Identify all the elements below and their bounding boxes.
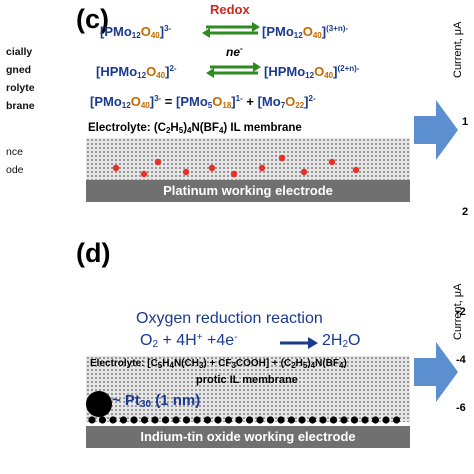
pt-cluster-dot	[329, 416, 338, 424]
pt-cluster-dot	[287, 416, 296, 424]
pt-cluster-dot	[340, 416, 348, 424]
reaction-title: Oxygen reduction reaction	[136, 310, 323, 327]
pt-cluster-dot	[172, 416, 180, 424]
left-text-line6: ode	[6, 164, 24, 176]
pt-cluster-dot	[235, 416, 243, 424]
pt-cluster-dot	[392, 416, 401, 424]
pt-cluster-dot	[245, 416, 254, 424]
redox-double-arrow	[202, 22, 260, 38]
pt-cluster-dot	[319, 416, 327, 424]
y-axis-label-top: Current, μA	[452, 21, 464, 78]
panel-c-letter: (c)	[76, 4, 109, 34]
pt-cluster-dot	[371, 416, 380, 424]
left-text-line5: nce	[6, 146, 23, 158]
pt-cluster-dot	[182, 416, 191, 424]
protic-il-membrane	[86, 356, 410, 422]
pt-cluster-dot	[109, 416, 117, 424]
electron-count-label: ne-	[226, 44, 243, 59]
ito-electrode: Indium-tin oxide working electrode	[86, 426, 410, 448]
panel-d-letter: (d)	[76, 238, 111, 268]
equation-2-left: [HPMo12O40]2-	[96, 64, 177, 80]
tick-top-2: 2	[462, 206, 469, 218]
redox-label: Redox	[210, 2, 250, 17]
tick-bottom-minus6: -6	[456, 402, 466, 414]
platinum-electrode: Platinum working electrode	[86, 180, 410, 202]
equation-3: [PMo12O40]3- = [PMo5O18]1- + [Mo7O22]2-	[90, 94, 316, 110]
equation-1-left: [PMo12O40]3-	[100, 24, 172, 40]
redox-species-dots	[112, 154, 360, 178]
left-text-line4: brane	[6, 100, 35, 112]
tick-bottom-minus2: -2	[456, 306, 466, 318]
pt-cluster-dot	[382, 416, 390, 424]
pt-cluster-dot	[350, 416, 359, 424]
blue-arrow-d	[414, 342, 458, 402]
left-text-line2: gned	[6, 64, 32, 76]
pt-cluster-dot	[88, 416, 96, 424]
pt-cluster-dot	[203, 416, 212, 424]
tick-top-1: 1	[462, 116, 469, 128]
equation-1-right: [PMo12O40](3+n)-	[262, 24, 349, 40]
pt-cluster-dot	[277, 416, 285, 424]
pt-cluster-dot	[298, 416, 306, 424]
blue-arrow-c	[414, 100, 458, 160]
pt-cluster-dot	[214, 416, 222, 424]
pt-cluster-dot	[130, 416, 138, 424]
pt-cluster-dot	[266, 416, 275, 424]
equation-2-right: [HPMo12O40](2+n)-	[264, 64, 360, 80]
left-text-line3: rolyte	[6, 82, 35, 94]
left-text-line1: cially	[6, 46, 33, 58]
pt-cluster-dot	[119, 416, 128, 424]
protic-membrane-label: protic IL membrane	[196, 374, 298, 386]
pt-cluster-label: ~ Pt30 (1 nm)	[112, 392, 201, 410]
reaction-arrow	[280, 337, 318, 349]
pt-cluster-row	[88, 416, 401, 424]
pt-cluster-dot	[361, 416, 369, 424]
pt-cluster-dot	[193, 416, 201, 424]
pt-cluster-dot	[151, 416, 159, 424]
pt-cluster-dot	[161, 416, 170, 424]
pt-cluster-dot	[140, 416, 149, 424]
pt-cluster-dot	[224, 416, 233, 424]
reaction-product: 2H2O	[322, 332, 361, 350]
pt-cluster-dot	[256, 416, 264, 424]
pt-cluster-dot	[308, 416, 317, 424]
electrolyte-label-c: Electrolyte: (C2H5)4N(BF4) IL membrane	[88, 122, 302, 135]
electrolyte-label-d: Electrolyte: [C5H4N(CH3) + CF3COOH] + (C…	[90, 358, 347, 370]
ne-double-arrow	[206, 62, 261, 78]
tick-bottom-minus4: -4	[456, 354, 466, 366]
pt-cluster-icon	[86, 391, 112, 417]
pt-cluster-dot	[98, 416, 107, 424]
reaction-equation: O2 + 4H+ +4e-	[140, 332, 238, 350]
